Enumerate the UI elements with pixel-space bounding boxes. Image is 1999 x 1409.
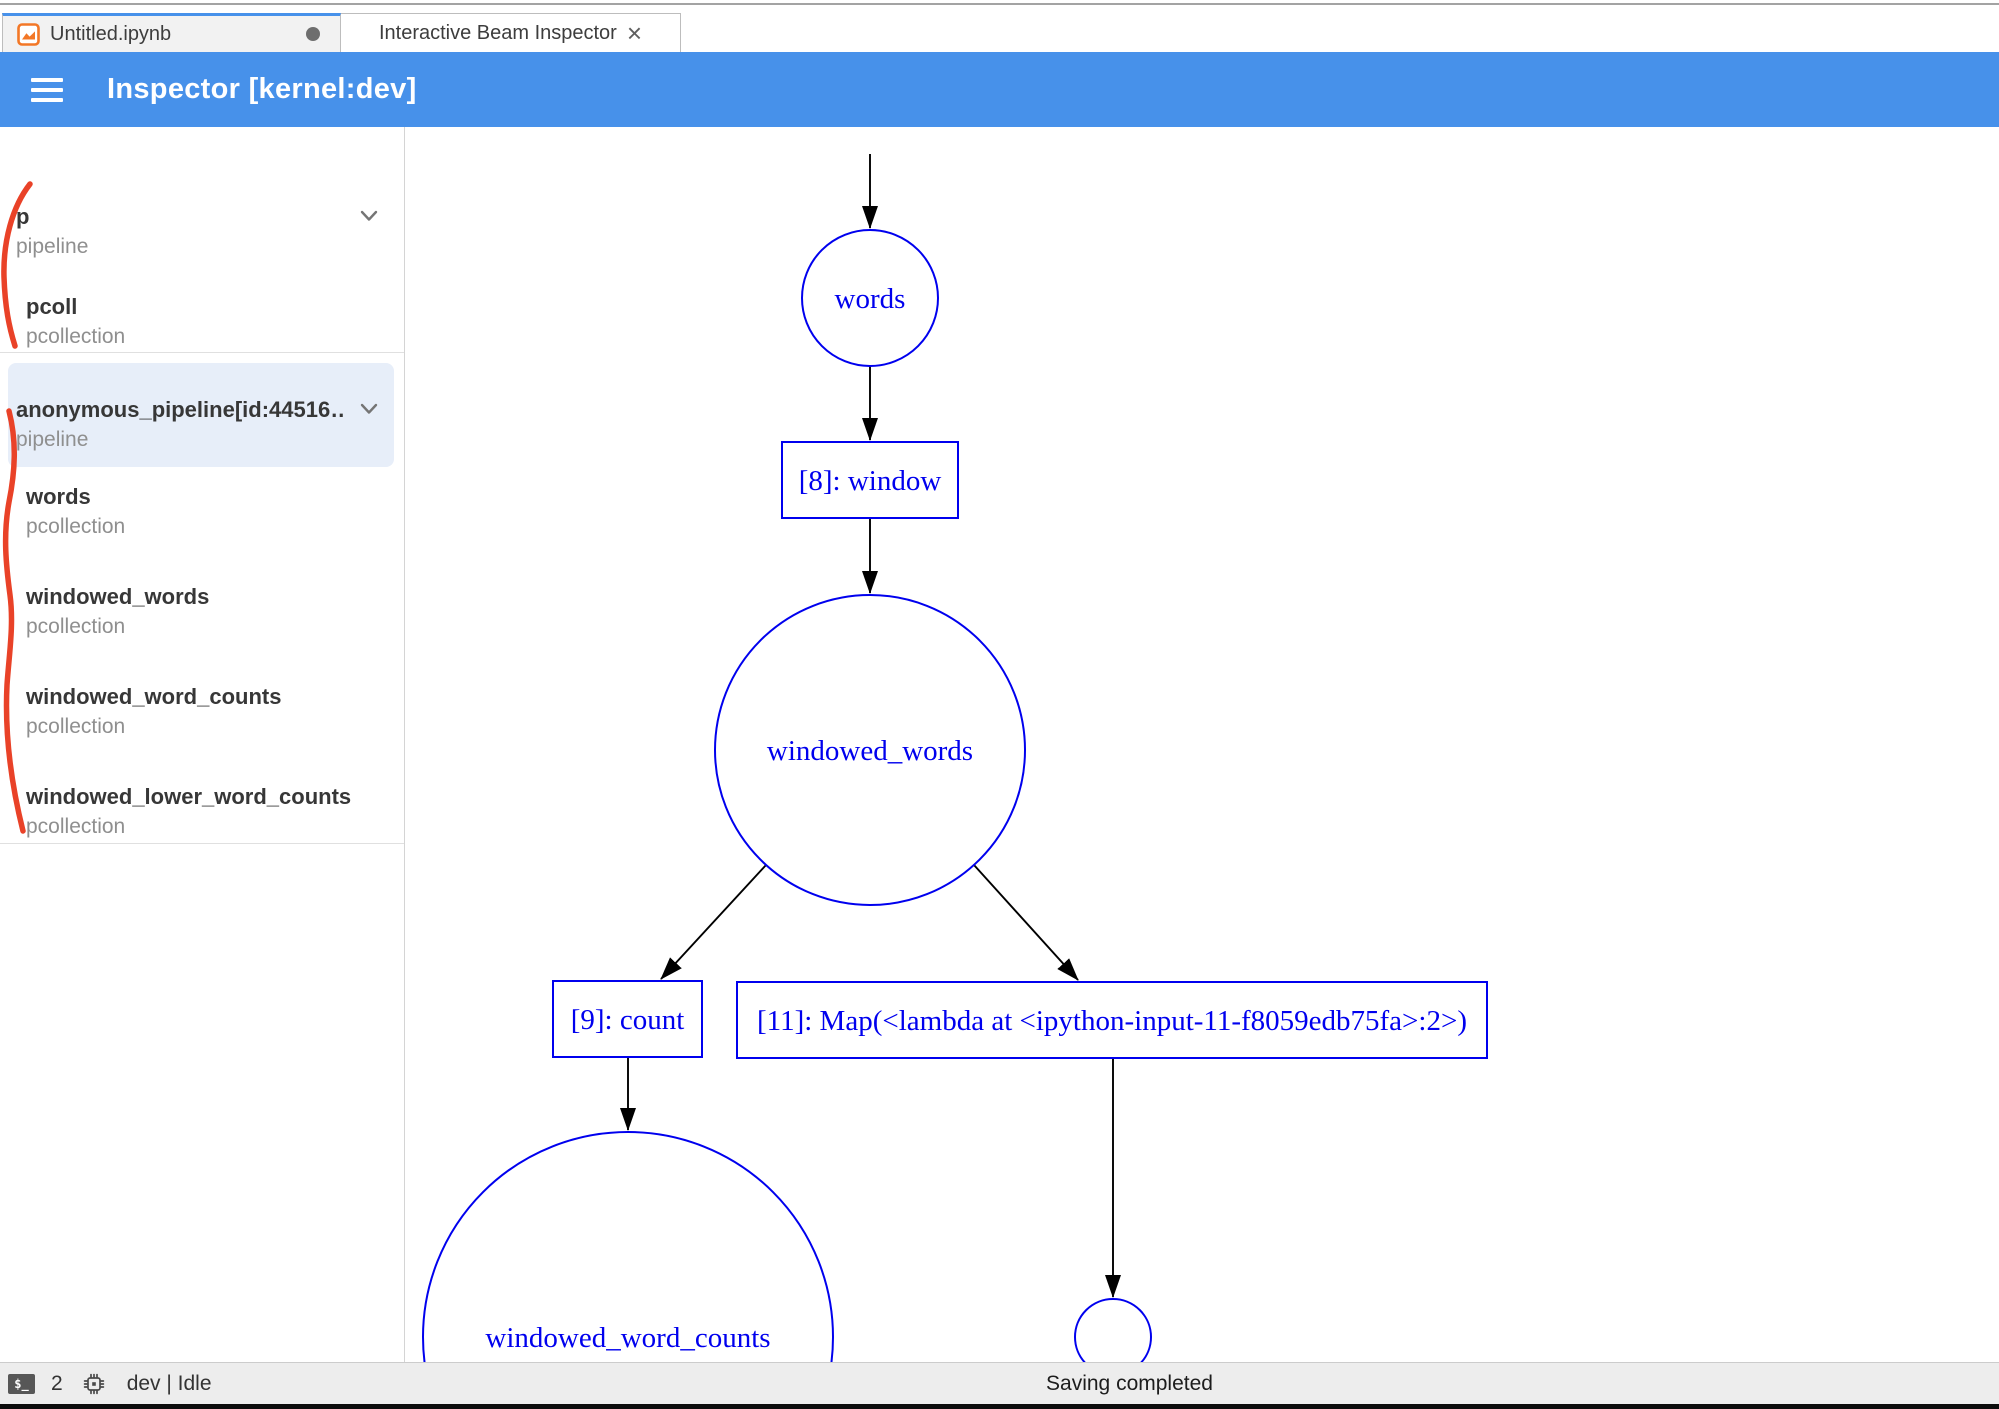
pipeline-graph: words [8]: window windowed_words [9]: count… bbox=[422, 154, 1488, 1362]
unsaved-changes-dot bbox=[306, 27, 320, 41]
window-top-strip bbox=[0, 0, 1999, 13]
tab-beam-inspector[interactable]: Interactive Beam Inspector × bbox=[341, 13, 681, 52]
sidebar-item-p[interactable]: p pipeline bbox=[0, 202, 404, 262]
item-type-label: pcollection bbox=[26, 715, 126, 738]
chevron-down-icon[interactable] bbox=[360, 210, 378, 222]
pipeline-sidebar: p pipeline pcoll pcollection anonymous_pipel… bbox=[0, 127, 405, 1362]
item-type-label: pipeline bbox=[16, 235, 89, 258]
item-type-label: pcollection bbox=[26, 615, 126, 638]
graph-node-window bbox=[781, 441, 959, 519]
tab-bar: Untitled.ipynb Interactive Beam Inspecto… bbox=[0, 13, 1999, 52]
sidebar-item-words[interactable]: words pcollection bbox=[0, 482, 404, 542]
graph-node-label-window: [8]: window bbox=[799, 465, 942, 497]
sidebar-item-anonymous_pipeline-id-44516-[interactable]: anonymous_pipeline[id:44516… pipeline bbox=[0, 395, 404, 455]
tab-label: Untitled.ipynb bbox=[50, 22, 172, 45]
inspector-header: Inspector [kernel:dev] bbox=[0, 52, 1999, 127]
item-name-label: windowed_word_counts bbox=[26, 684, 282, 709]
item-name-label: windowed_words bbox=[26, 584, 210, 609]
graph-node-label-map: [11]: Map(<lambda at <ipython-input-11-f… bbox=[757, 1005, 1467, 1037]
item-type-label: pcollection bbox=[26, 325, 126, 348]
kernel-chip-icon[interactable] bbox=[83, 1373, 105, 1395]
selected-row-highlight bbox=[8, 363, 394, 467]
graph-node-label-windowed_words: windowed_words bbox=[767, 735, 973, 767]
sidebar-item-windowed_lower_word_counts[interactable]: windowed_lower_word_counts pcollection bbox=[0, 782, 404, 842]
graph-node-map bbox=[736, 981, 1488, 1059]
graph-node-windowed_words bbox=[714, 594, 1026, 906]
item-name-label: words bbox=[26, 484, 91, 509]
graph-node-windowed_word_counts bbox=[422, 1131, 834, 1362]
graph-node-count bbox=[552, 980, 703, 1058]
notebook-icon bbox=[17, 22, 40, 46]
item-name-label: windowed_lower_word_counts bbox=[26, 784, 352, 809]
item-name-label: p bbox=[16, 204, 30, 229]
sidebar-item-pcoll[interactable]: pcoll pcollection bbox=[0, 292, 404, 352]
window-bottom-strip bbox=[0, 1404, 1999, 1409]
hamburger-menu-icon[interactable] bbox=[31, 77, 63, 102]
tab-label: Interactive Beam Inspector bbox=[378, 21, 617, 44]
pipeline-graph-area: words [8]: window windowed_words [9]: count… bbox=[405, 127, 1999, 1362]
header-title: Inspector [kernel:dev] bbox=[107, 73, 417, 105]
kernel-status[interactable]: dev | Idle bbox=[126, 1371, 212, 1395]
graph-node-label-words: words bbox=[835, 283, 906, 315]
sidebar-list-bottom-border bbox=[0, 843, 404, 844]
graph-node-output bbox=[1074, 1298, 1152, 1362]
graph-edge-windowed_words-to-count bbox=[660, 864, 767, 980]
terminal-count: 2 bbox=[51, 1371, 63, 1395]
close-icon[interactable]: × bbox=[626, 18, 643, 48]
terminal-icon[interactable]: $_ bbox=[8, 1373, 35, 1394]
sidebar-divider bbox=[0, 352, 404, 353]
graph-node-label-count: [9]: count bbox=[571, 1004, 685, 1036]
chevron-down-icon[interactable] bbox=[360, 403, 378, 415]
sidebar-item-windowed_word_counts[interactable]: windowed_word_counts pcollection bbox=[0, 682, 404, 742]
item-name-label: pcoll bbox=[26, 294, 78, 319]
item-type-label: pcollection bbox=[26, 815, 126, 838]
sidebar-item-windowed_words[interactable]: windowed_words pcollection bbox=[0, 582, 404, 642]
item-name-label: anonymous_pipeline[id:44516… bbox=[16, 397, 346, 422]
item-type-label: pcollection bbox=[26, 515, 126, 538]
save-status-message: Saving completed bbox=[1046, 1371, 1213, 1395]
main-body: p pipeline pcoll pcollection anonymous_pipel… bbox=[0, 127, 1999, 1362]
graph-edge-windowed_words-to-map bbox=[973, 864, 1079, 981]
status-bar: $_ 2 dev | Idle Saving completed bbox=[0, 1362, 1999, 1404]
tab-untitled-notebook[interactable]: Untitled.ipynb bbox=[2, 13, 341, 52]
item-type-label: pipeline bbox=[16, 428, 89, 451]
graph-node-label-windowed_word_counts: windowed_word_counts bbox=[485, 1322, 770, 1354]
graph-node-words bbox=[801, 229, 939, 367]
